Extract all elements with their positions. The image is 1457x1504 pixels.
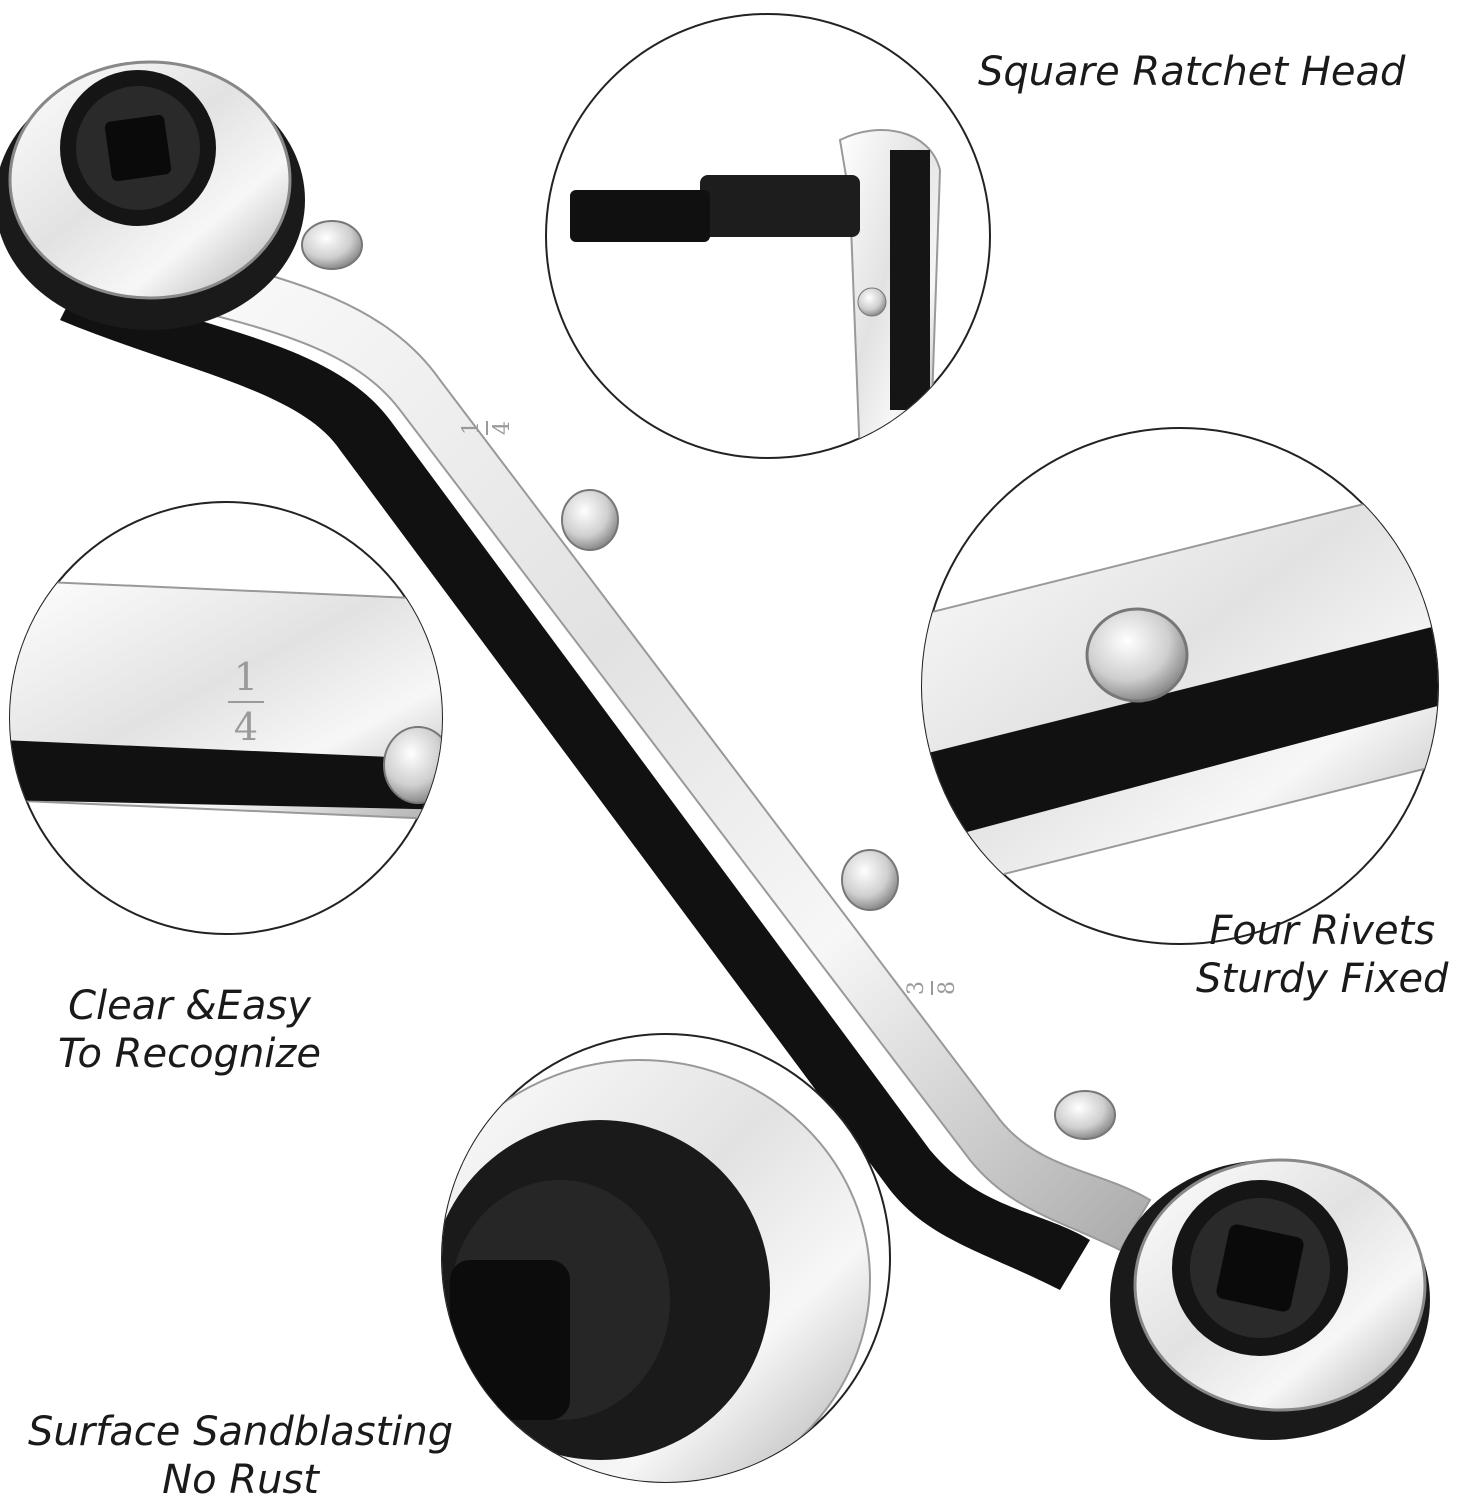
caption-line: Square Ratchet Head (978, 49, 1406, 95)
caption-line: Clear &Easy (68, 983, 311, 1029)
detail-circle-rivets (921, 427, 1439, 945)
caption-line: Four Rivets (1209, 908, 1436, 954)
detail-circle-ratchet-head (545, 13, 991, 459)
caption-clear-easy: Clear &Easy To Recognize (58, 982, 321, 1078)
caption-line: No Rust (162, 1457, 319, 1503)
fraction-denominator: 8 (935, 981, 960, 995)
size-marking-three-eighths: 3 8 (904, 981, 960, 995)
bottom-ratchet-head (1110, 1158, 1430, 1440)
top-ratchet-head (0, 60, 305, 330)
fraction-bar (228, 701, 264, 703)
caption-four-rivets: Four Rivets Sturdy Fixed (1196, 907, 1448, 1003)
detail-circle-marking (9, 501, 443, 935)
wrench-body (0, 60, 1430, 1440)
rivet-icon (841, 849, 899, 911)
caption-line: Surface Sandblasting (28, 1409, 454, 1455)
size-marking-quarter: 1 4 (459, 421, 515, 435)
size-marking-quarter-detail: 1 4 (228, 655, 264, 749)
fraction-numerator: 1 (233, 655, 259, 699)
fraction-numerator: 1 (459, 421, 484, 435)
rivet-icon (301, 220, 363, 270)
fraction-denominator: 4 (490, 421, 515, 435)
rivet-icon (1054, 1090, 1116, 1140)
fraction-bar (486, 421, 488, 435)
caption-surface-sandblasting: Surface Sandblasting No Rust (28, 1408, 453, 1504)
rivet-icon (561, 489, 619, 551)
caption-square-ratchet-head: Square Ratchet Head (978, 48, 1405, 96)
fraction-numerator: 3 (904, 981, 929, 995)
fraction-bar (931, 981, 933, 995)
caption-line: To Recognize (58, 1031, 322, 1077)
caption-line: Sturdy Fixed (1196, 956, 1449, 1002)
fraction-denominator: 4 (233, 705, 259, 749)
detail-circle-surface (441, 1033, 891, 1483)
